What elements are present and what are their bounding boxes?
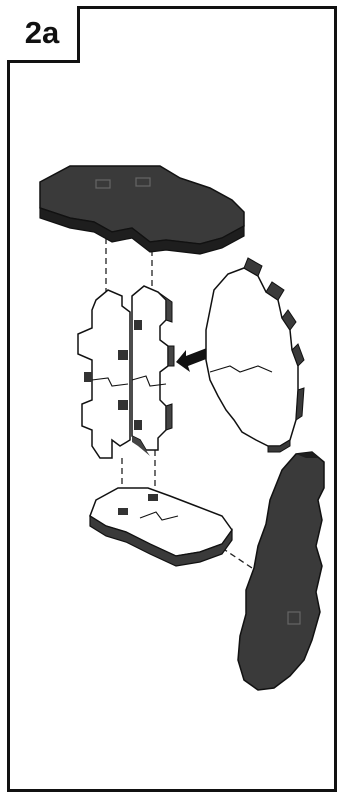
top-dark-plate [40, 166, 244, 254]
peg-slot [134, 420, 142, 430]
left-back-panel [132, 286, 174, 456]
peg-slot [118, 350, 128, 360]
peg-slot [134, 320, 142, 330]
peg-slot [118, 508, 128, 515]
left-front-panel [78, 290, 130, 458]
peg-slot [118, 400, 128, 410]
bottom-light-plate [90, 488, 232, 566]
right-dark-panel [238, 452, 324, 690]
peg-slot [84, 372, 92, 382]
peg-slot [148, 494, 158, 501]
right-loose-panel [206, 258, 304, 452]
